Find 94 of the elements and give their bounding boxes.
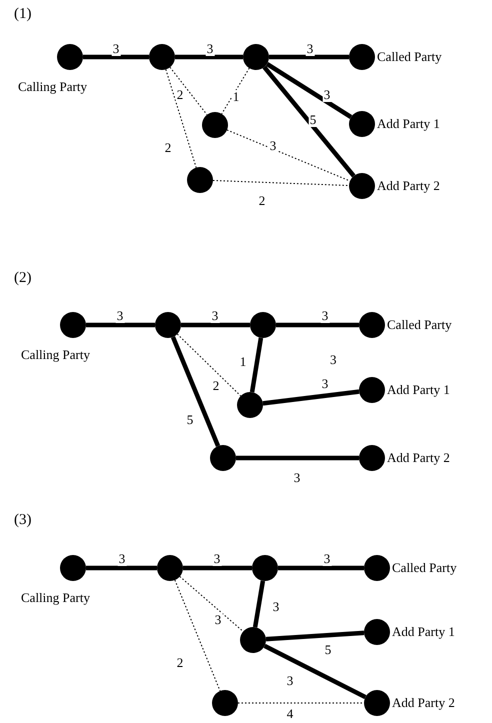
edge-label: 1 — [232, 90, 240, 104]
edge-label: 3 — [322, 552, 332, 566]
party-label: Add Party 1 — [387, 382, 450, 397]
circle-node — [60, 555, 86, 581]
link-line — [250, 337, 264, 393]
dotted-link — [165, 68, 197, 168]
cost-label: 3 — [330, 352, 336, 368]
link-line — [278, 566, 364, 570]
circle-node — [210, 445, 236, 471]
edge-label: 4 — [286, 707, 294, 721]
edge-label: 2 — [176, 656, 184, 670]
circle-node — [364, 619, 390, 645]
link-line — [170, 336, 220, 447]
circle-node — [237, 392, 263, 418]
circle-node — [349, 173, 375, 199]
edge-label: 2 — [212, 379, 220, 393]
circle-node — [349, 44, 375, 70]
edge-label: 3 — [272, 600, 280, 614]
circle-node — [149, 44, 175, 70]
edge-label: 3 — [116, 309, 124, 323]
circle-node — [252, 555, 278, 581]
edge-label: 5 — [186, 413, 194, 427]
party-label: Add Party 2 — [387, 450, 450, 465]
circle-node — [57, 44, 83, 70]
edge-label: 3 — [214, 613, 222, 627]
dotted-link — [174, 580, 221, 692]
circle-node — [359, 312, 385, 338]
link-line — [236, 456, 359, 460]
circle-node — [157, 555, 183, 581]
edge-label: 3 — [118, 552, 126, 566]
panel-label: (1) — [14, 6, 32, 23]
panel-label: (2) — [14, 270, 32, 287]
party-label: Calling Party — [21, 590, 90, 605]
edge-label: 3 — [322, 88, 332, 102]
edge-label: 3 — [320, 377, 330, 391]
circle-node — [212, 690, 238, 716]
edge-label: 3 — [212, 552, 222, 566]
circle-node — [187, 167, 213, 193]
dotted-link — [176, 334, 242, 396]
link-line — [183, 566, 252, 570]
party-label: Calling Party — [18, 79, 87, 94]
edge-label: 1 — [238, 355, 248, 369]
edge-label: 3 — [268, 139, 278, 153]
panel-label: (3) — [14, 512, 32, 529]
circle-node — [155, 312, 181, 338]
circle-node — [364, 690, 390, 716]
link-line — [252, 580, 266, 628]
edge-label: 3 — [210, 309, 220, 323]
edge-label: 5 — [308, 113, 318, 127]
party-label: Calling Party — [21, 347, 90, 362]
link-line — [264, 644, 366, 700]
circle-node — [240, 627, 266, 653]
edge-label: 2 — [176, 88, 184, 102]
link-line — [266, 62, 352, 119]
dotted-link — [170, 66, 208, 116]
edge-label: 3 — [112, 42, 120, 56]
party-label: Add Party 1 — [377, 116, 440, 131]
link-line — [266, 630, 364, 642]
edge-label: 3 — [320, 309, 330, 323]
dotted-link — [212, 180, 350, 186]
party-label: Add Party 1 — [392, 624, 455, 639]
link-line — [269, 54, 349, 60]
circle-node — [359, 377, 385, 403]
circle-node — [243, 44, 269, 70]
link-line — [262, 389, 360, 406]
circle-node — [359, 445, 385, 471]
circle-node — [349, 111, 375, 137]
dotted-link — [179, 576, 244, 632]
party-label: Add Party 2 — [377, 178, 440, 193]
edge-label: 2 — [164, 141, 172, 155]
edge-label: 2 — [258, 194, 266, 208]
party-label: Called Party — [377, 49, 442, 64]
circle-node — [202, 112, 228, 138]
link-line — [83, 54, 149, 60]
circle-node — [364, 555, 390, 581]
edge-label: 5 — [324, 643, 332, 657]
link-line — [276, 322, 359, 328]
party-label: Called Party — [392, 560, 457, 575]
dotted-link — [221, 68, 250, 114]
party-label: Called Party — [387, 317, 452, 332]
edge-label: 3 — [292, 471, 302, 485]
edge-label: 3 — [286, 674, 294, 688]
circle-node — [60, 312, 86, 338]
link-line — [86, 322, 155, 328]
party-label: Add Party 2 — [392, 695, 455, 710]
link-line — [175, 54, 243, 60]
edge-label: 3 — [206, 42, 214, 56]
circle-node — [250, 312, 276, 338]
dotted-link — [238, 702, 364, 704]
dotted-link — [226, 129, 350, 182]
link-line — [262, 66, 356, 178]
link-line — [181, 322, 250, 328]
link-line — [86, 566, 157, 570]
edge-label: 3 — [306, 42, 314, 56]
